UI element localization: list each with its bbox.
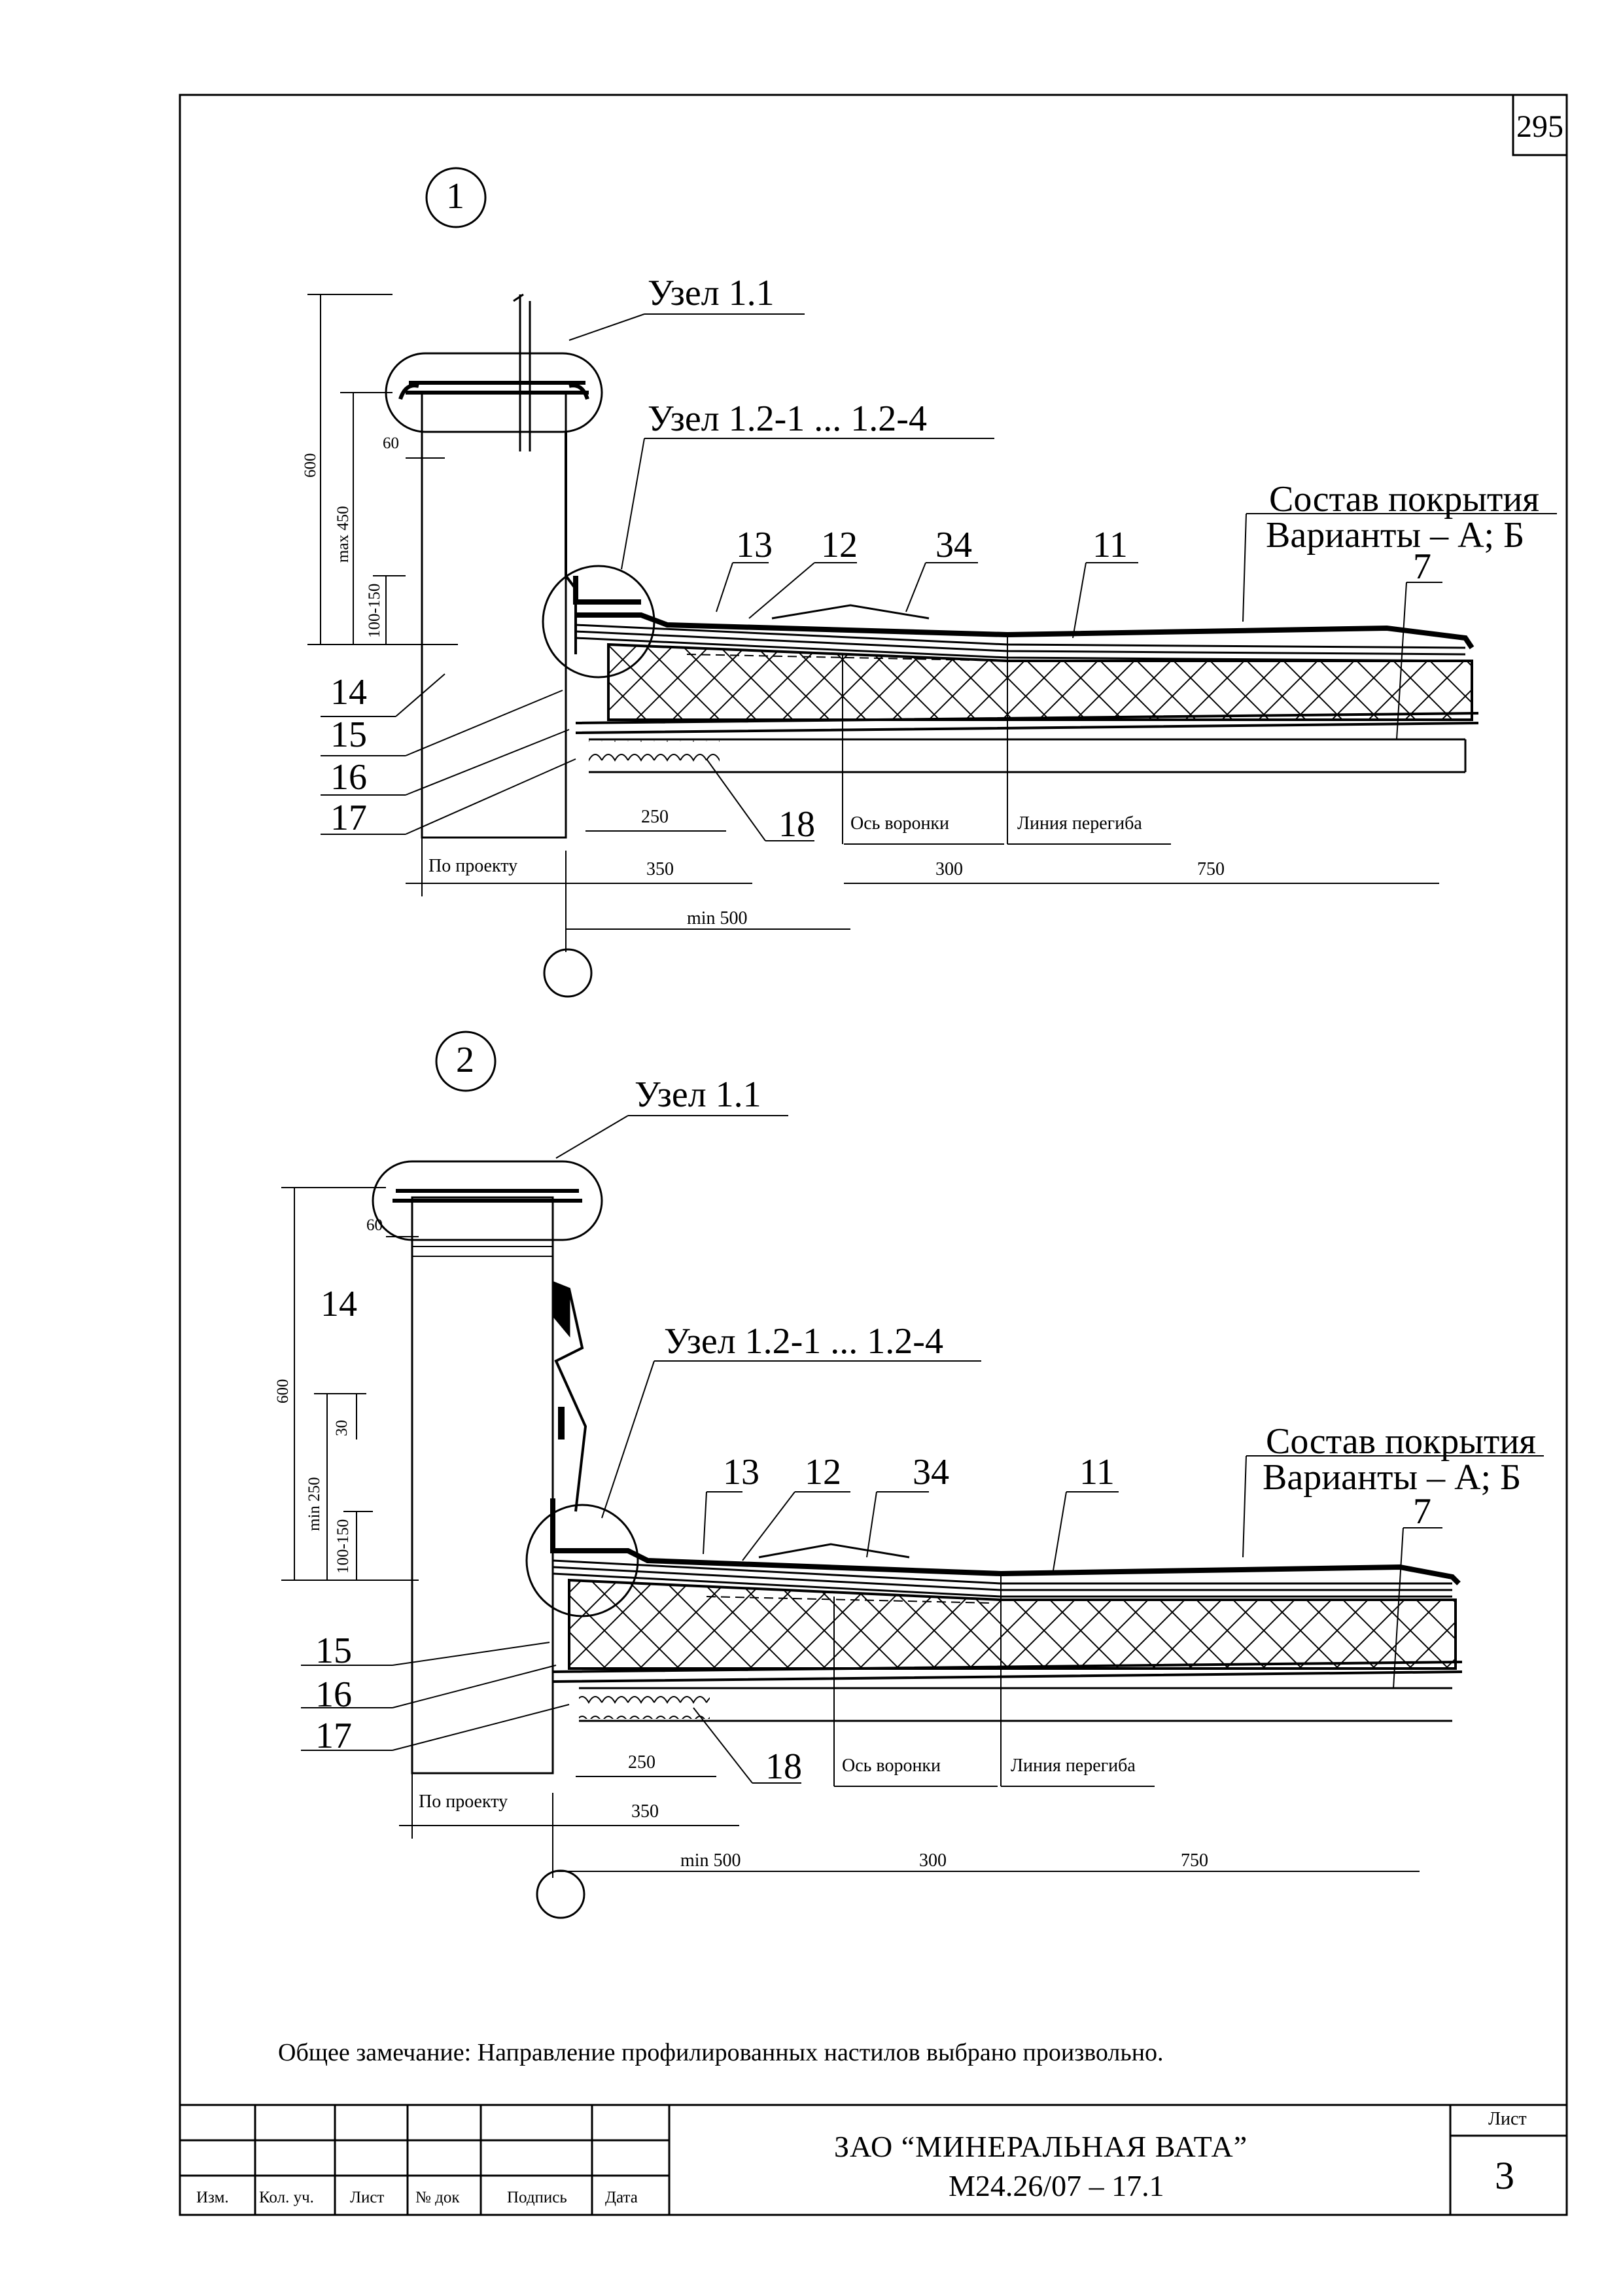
detail-1-dim-300: 300	[935, 859, 963, 879]
tb-col-list: Лист	[350, 2189, 385, 2206]
sealant-wedge	[551, 1280, 570, 1338]
detail-2-dim-30: 30	[333, 1420, 351, 1436]
detail-2-num-11: 11	[1079, 1452, 1115, 1492]
detail-2-dim-min500: min 500	[680, 1850, 741, 1871]
tb-col-sign: Подпись	[507, 2189, 567, 2206]
detail-1-composition: Состав покрытия	[1269, 479, 1540, 520]
tb-col-doc: № док	[415, 2189, 460, 2206]
tb-company: ЗАО “МИНЕРАЛЬНАЯ ВАТА”	[834, 2130, 1248, 2163]
detail-2-marker-label: 2	[456, 1040, 474, 1080]
detail-1-marker	[425, 167, 487, 228]
detail-1-bend-line: Линия перегиба	[1017, 813, 1142, 834]
detail-1-node-top: Узел 1.1	[648, 273, 775, 313]
detail-1-num-17: 17	[330, 798, 367, 838]
detail-2-dim-min250: min 250	[305, 1477, 323, 1531]
tb-col-kol: Кол. уч.	[259, 2189, 314, 2206]
detail-2-num-12: 12	[805, 1452, 841, 1492]
detail-1-marker-label: 1	[446, 176, 464, 217]
detail-2-node-joint: Узел 1.2-1 ... 1.2-4	[664, 1321, 943, 1362]
detail-2-drawing	[281, 1031, 1544, 1919]
detail-2-num-13: 13	[723, 1452, 759, 1492]
detail-1-num-12: 12	[821, 525, 858, 565]
detail-1-num-7: 7	[1413, 546, 1431, 587]
detail-2-dim-600: 600	[274, 1379, 292, 1404]
detail-1-dim-600: 600	[302, 453, 319, 478]
wool-strip-2	[579, 1689, 710, 1719]
tb-sheet-value: 3	[1495, 2154, 1514, 2197]
detail-2-composition: Состав покрытия	[1266, 1421, 1537, 1462]
detail-2-axis-funnel: Ось воронки	[842, 1756, 941, 1776]
detail-1-dim-60: 60	[383, 434, 399, 452]
detail-1-dim-min500: min 500	[687, 908, 748, 928]
detail-1-node-joint: Узел 1.2-1 ... 1.2-4	[648, 398, 927, 439]
detail-1-drawing	[307, 167, 1557, 998]
sheet-number-box	[1512, 94, 1568, 156]
title-block-grid	[180, 2104, 1567, 2215]
detail-2-dim-350: 350	[631, 1801, 659, 1822]
tb-sheet-label: Лист	[1488, 2109, 1527, 2129]
detail-1-ref-circle	[543, 948, 593, 998]
detail-2-num-18: 18	[765, 1746, 802, 1787]
insulation-hatch	[607, 643, 1473, 721]
detail-1-dim-100-150: 100-150	[366, 583, 383, 638]
detail-2-num-15: 15	[315, 1631, 352, 1671]
sheet-number: 295	[1516, 109, 1563, 144]
detail-2-node-top: Узел 1.1	[635, 1074, 761, 1115]
detail-2-num-34: 34	[913, 1452, 949, 1492]
detail-2-ref-circle	[536, 1869, 585, 1919]
detail-2-num-16: 16	[315, 1674, 352, 1715]
detail-1-dim-250: 250	[641, 807, 669, 827]
detail-2-marker	[435, 1031, 497, 1092]
general-note: Общее замечание: Направление профилирова…	[278, 2039, 1164, 2066]
detail-1-num-14: 14	[330, 672, 367, 713]
node-1-1-outline-2	[372, 1160, 603, 1241]
detail-2-bend-line: Линия перегиба	[1011, 1756, 1136, 1776]
parapet-wall-2	[411, 1196, 554, 1775]
detail-1-dim-750: 750	[1197, 859, 1225, 879]
detail-1-axis-funnel: Ось воронки	[850, 813, 950, 834]
detail-2-variants: Варианты – А; Б	[1263, 1457, 1522, 1498]
detail-1-num-34: 34	[935, 525, 972, 565]
tb-col-izm: Изм.	[196, 2189, 229, 2206]
tb-col-date: Дата	[605, 2189, 638, 2206]
detail-2-dim-project: По проекту	[419, 1792, 508, 1812]
insulation-hatch-2	[568, 1578, 1457, 1670]
sheet-frame	[179, 94, 1568, 2216]
detail-1-variants: Варианты – А; Б	[1266, 515, 1525, 556]
detail-2-num-14: 14	[321, 1284, 357, 1324]
detail-1-num-18: 18	[778, 804, 815, 845]
detail-2-dim-250: 250	[628, 1752, 655, 1773]
detail-2-dim-100-150: 100-150	[334, 1519, 352, 1574]
detail-1-num-15: 15	[330, 715, 367, 755]
detail-2-num-7: 7	[1413, 1491, 1431, 1532]
detail-2-dim-60: 60	[366, 1216, 383, 1234]
detail-1-num-16: 16	[330, 757, 367, 798]
detail-1-dim-project: По проекту	[428, 856, 518, 876]
detail-1-dim-max450: max 450	[334, 506, 352, 563]
detail-1-num-13: 13	[736, 525, 773, 565]
detail-2-num-17: 17	[315, 1716, 352, 1756]
detail-2-dim-300: 300	[919, 1850, 947, 1871]
tb-code: М24.26/07 – 17.1	[949, 2169, 1164, 2202]
detail-2-dim-750: 750	[1181, 1850, 1208, 1871]
detail-1-num-11: 11	[1092, 525, 1128, 565]
detail-1-dim-350: 350	[646, 859, 674, 879]
wool-strip	[589, 741, 720, 770]
